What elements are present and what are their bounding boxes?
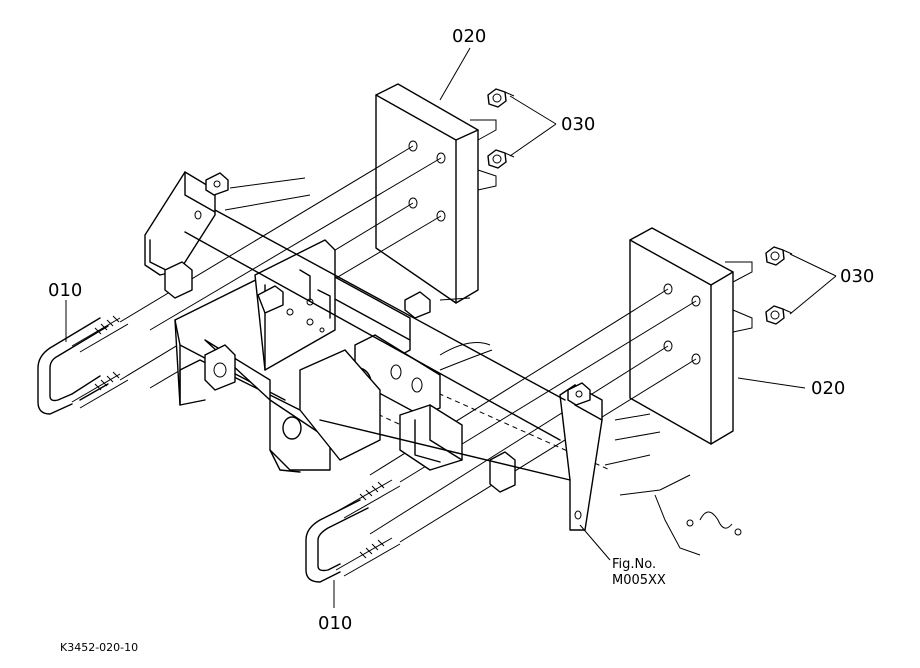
callout-010-lower-ubolt: 010 xyxy=(318,613,353,634)
u-bolt-lower xyxy=(305,479,401,583)
figure-reference: Fig.No. M005XX xyxy=(612,557,666,589)
nut-lower-2 xyxy=(765,305,793,325)
u-bolt-lower-threads xyxy=(359,481,385,559)
u-bolt-upper xyxy=(37,317,129,415)
callout-030-lower-nuts: 030 xyxy=(840,266,875,287)
drawing-code: K3452-020-10 xyxy=(60,641,139,654)
nut-lower-1 xyxy=(765,246,793,266)
nut-upper-2 xyxy=(487,149,515,169)
callout-030-upper-nuts: 030 xyxy=(561,114,596,135)
callout-010-upper-ubolt: 010 xyxy=(48,280,83,301)
weight-plate-lower xyxy=(629,227,753,445)
weight-plate-upper xyxy=(375,83,497,304)
nut-upper-1 xyxy=(487,88,515,108)
callout-020-lower-plate: 020 xyxy=(811,378,846,399)
callout-020-upper-plate: 020 xyxy=(452,26,487,47)
front-frame xyxy=(144,171,742,556)
figure-number-value: M005XX xyxy=(612,573,666,588)
figure-number-label: Fig.No. xyxy=(612,557,657,572)
leader-lines xyxy=(65,47,837,608)
u-bolt-upper-threads xyxy=(94,315,120,391)
